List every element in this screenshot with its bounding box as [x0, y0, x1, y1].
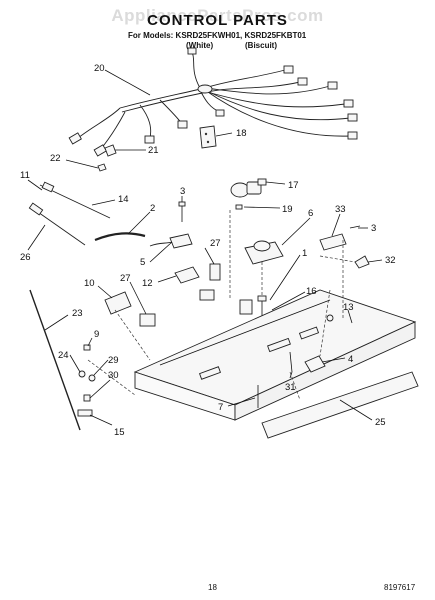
small-hardware-left	[77, 344, 96, 417]
callout-1: 1	[302, 248, 307, 259]
callout-19: 19	[282, 204, 293, 215]
part-3-screw	[178, 201, 186, 222]
color-biscuit-label: (Biscuit)	[245, 41, 277, 50]
callout-6: 6	[308, 208, 313, 219]
callout-2: 2	[150, 203, 155, 214]
part-27-insulator-b	[139, 313, 156, 327]
callout-31: 31	[285, 382, 296, 393]
leader-lines	[27, 69, 383, 426]
callout-15: 15	[114, 427, 125, 438]
callout-18: 18	[236, 128, 247, 139]
callout-27a: 27	[210, 238, 221, 249]
callout-9: 9	[94, 329, 99, 340]
callout-11: 11	[20, 170, 30, 181]
part-4-bracket	[304, 355, 326, 373]
color-white-label: (White)	[186, 41, 214, 50]
part-21-clip	[104, 144, 117, 157]
callout-21: 21	[148, 145, 159, 156]
callout-3a: 3	[180, 186, 185, 197]
part-19	[235, 204, 243, 210]
models-line: For Models: KSRD25FKWH01, KSRD25FKBT01	[128, 31, 307, 40]
callout-27b: 27	[120, 273, 131, 284]
callout-7: 7	[218, 402, 223, 413]
wire-harness	[68, 47, 358, 157]
part-12-bracket	[174, 266, 200, 284]
part-32	[354, 255, 370, 269]
callout-26: 26	[20, 252, 31, 263]
part-23-rod	[29, 289, 81, 431]
part-27-insulator-a	[209, 263, 221, 281]
part-22-clip	[97, 163, 107, 172]
part-14-sensor-wire	[28, 181, 111, 246]
callout-12: 12	[142, 278, 153, 289]
part-6-control	[244, 240, 284, 265]
callout-13: 13	[343, 302, 354, 313]
part-17-bulb-socket	[230, 178, 267, 198]
callout-25: 25	[375, 417, 386, 428]
part-1-control-housing	[133, 289, 417, 421]
callout-30: 30	[108, 370, 119, 381]
part-33-switch	[319, 225, 361, 251]
diagram-title: CONTROL PARTS	[147, 12, 288, 29]
part-25-trim-strip	[261, 371, 419, 439]
document-number: 8197617	[384, 583, 416, 592]
part-31	[289, 351, 293, 373]
part-27-pad	[199, 289, 215, 301]
callout-labels: 20 18 21 22 17 11 14 3 19 6 33 3 2 27 26…	[20, 63, 396, 438]
callout-29: 29	[108, 355, 119, 366]
part-18-plate	[199, 125, 217, 149]
part-5-thermostat	[149, 233, 193, 249]
callout-24: 24	[58, 350, 69, 361]
callout-5: 5	[140, 257, 145, 268]
callout-10: 10	[84, 278, 95, 289]
page-number: 18	[208, 583, 217, 592]
part-2-tube	[94, 232, 146, 242]
callout-17: 17	[288, 180, 299, 191]
callout-4: 4	[348, 354, 353, 365]
callout-3b: 3	[371, 223, 376, 234]
callout-23: 23	[72, 308, 83, 319]
callout-16: 16	[306, 286, 317, 297]
callout-20: 20	[94, 63, 105, 74]
watermark: AppliancePartsPros.com	[111, 6, 324, 25]
assembly-guide-lines	[87, 210, 356, 401]
callout-22: 22	[50, 153, 61, 164]
callout-14: 14	[118, 194, 129, 205]
callout-33: 33	[335, 204, 346, 215]
callout-32: 32	[385, 255, 396, 266]
